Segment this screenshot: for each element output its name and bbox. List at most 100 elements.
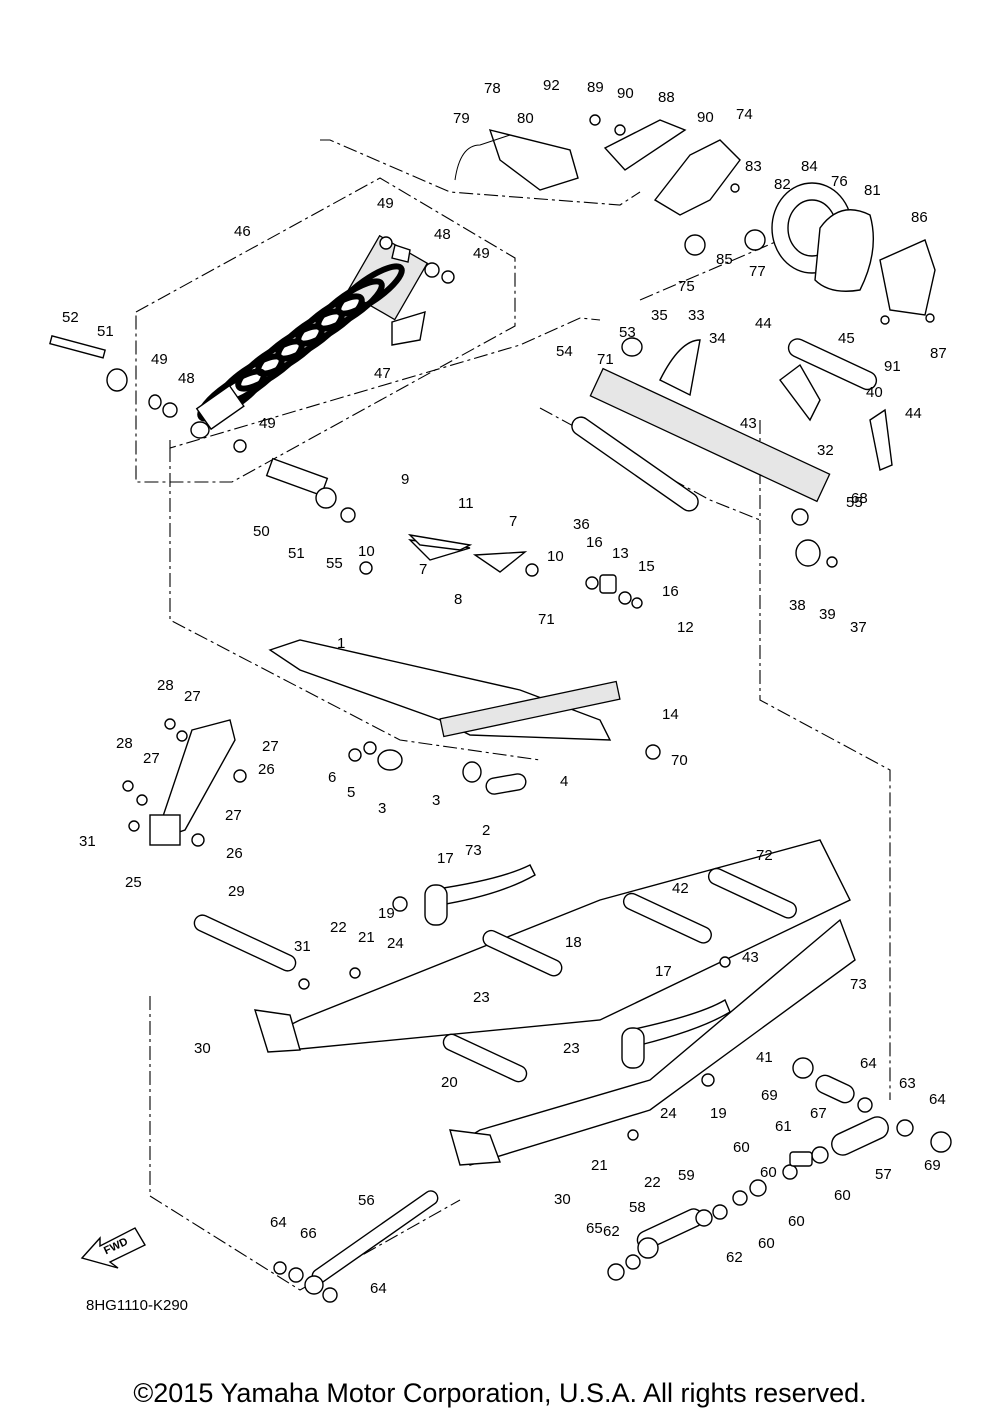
callout: 22 bbox=[330, 919, 347, 936]
callout: 64 bbox=[860, 1055, 877, 1072]
fwd-arrow: FWD bbox=[80, 1227, 146, 1269]
callout: 22 bbox=[644, 1174, 661, 1191]
callout: 3 bbox=[378, 800, 386, 817]
callout: 55 bbox=[846, 494, 863, 511]
callout: 43 bbox=[740, 415, 757, 432]
callout: 18 bbox=[565, 934, 582, 951]
callout: 80 bbox=[517, 110, 534, 127]
callout: 17 bbox=[437, 850, 454, 867]
callout: 27 bbox=[225, 807, 242, 824]
callout-labels: 1 2 3 3 4 5 6 7 7 8 9 10 10 11 12 13 14 … bbox=[62, 77, 947, 1297]
callout: 17 bbox=[655, 963, 672, 980]
callout: 6 bbox=[328, 769, 336, 786]
callout: 58 bbox=[629, 1199, 646, 1216]
callout: 27 bbox=[143, 750, 160, 767]
callout: 49 bbox=[377, 195, 394, 212]
callout: 77 bbox=[749, 263, 766, 280]
callout: 91 bbox=[884, 358, 901, 375]
callout: 4 bbox=[560, 773, 568, 790]
callout: 43 bbox=[742, 949, 759, 966]
callout: 21 bbox=[358, 929, 375, 946]
parts-diagram: FWD 8HG1110-K290 1 2 3 3 4 5 6 7 7 8 9 1… bbox=[49, 77, 952, 1314]
small-hardware bbox=[122, 561, 952, 1303]
callout: 24 bbox=[660, 1105, 677, 1122]
callout: 71 bbox=[597, 351, 614, 368]
callout: 64 bbox=[929, 1091, 946, 1108]
callout: 86 bbox=[911, 209, 928, 226]
callout: 36 bbox=[573, 516, 590, 533]
callout: 67 bbox=[810, 1105, 827, 1122]
callout: 84 bbox=[801, 158, 818, 175]
shafts bbox=[193, 867, 889, 1284]
callout: 23 bbox=[473, 989, 490, 1006]
callout: 38 bbox=[789, 597, 806, 614]
callout: 52 bbox=[62, 309, 79, 326]
callout: 59 bbox=[678, 1167, 695, 1184]
callout: 37 bbox=[850, 619, 867, 636]
diagram-code: 8HG1110-K290 bbox=[86, 1297, 188, 1314]
callout: 57 bbox=[875, 1166, 892, 1183]
callout: 25 bbox=[125, 874, 142, 891]
callout: 78 bbox=[484, 80, 501, 97]
shock-absorber bbox=[190, 234, 429, 439]
callout: 60 bbox=[760, 1164, 777, 1181]
callout: 26 bbox=[226, 845, 243, 862]
callout: 27 bbox=[262, 738, 279, 755]
callout: 49 bbox=[473, 245, 490, 262]
callout: 31 bbox=[294, 938, 311, 955]
callout: 1 bbox=[337, 635, 345, 652]
callout: 44 bbox=[905, 405, 922, 422]
front-arm bbox=[268, 533, 621, 795]
callout: 29 bbox=[228, 883, 245, 900]
callout: 19 bbox=[710, 1105, 727, 1122]
slide-rails bbox=[254, 839, 856, 1166]
callout: 47 bbox=[374, 365, 391, 382]
callout: 72 bbox=[756, 847, 773, 864]
callout: 62 bbox=[603, 1223, 620, 1240]
callout: 55 bbox=[326, 555, 343, 572]
callout: 27 bbox=[184, 688, 201, 705]
callout: 19 bbox=[378, 905, 395, 922]
callout: 5 bbox=[347, 784, 355, 801]
callout: 26 bbox=[258, 761, 275, 778]
callout: 49 bbox=[151, 351, 168, 368]
shock-hardware bbox=[49, 236, 455, 523]
callout: 41 bbox=[756, 1049, 773, 1066]
callout: 56 bbox=[358, 1192, 375, 1209]
callout: 24 bbox=[387, 935, 404, 952]
callout: 89 bbox=[587, 79, 604, 96]
callout: 7 bbox=[509, 513, 517, 530]
callout: 34 bbox=[709, 330, 726, 347]
callout: 63 bbox=[899, 1075, 916, 1092]
callout: 50 bbox=[253, 523, 270, 540]
callout: 79 bbox=[453, 110, 470, 127]
callout: 60 bbox=[834, 1187, 851, 1204]
callout: 35 bbox=[651, 307, 668, 324]
callout: 7 bbox=[419, 561, 427, 578]
callout: 33 bbox=[688, 307, 705, 324]
callout: 82 bbox=[774, 176, 791, 193]
callout: 11 bbox=[458, 495, 474, 512]
callout: 13 bbox=[612, 545, 629, 562]
callout: 51 bbox=[288, 545, 305, 562]
callout: 74 bbox=[736, 106, 753, 123]
callout: 48 bbox=[178, 370, 195, 387]
callout: 8 bbox=[454, 591, 462, 608]
callout: 28 bbox=[116, 735, 133, 752]
callout: 70 bbox=[671, 752, 688, 769]
callout: 85 bbox=[716, 251, 733, 268]
callout: 30 bbox=[194, 1040, 211, 1057]
callout: 20 bbox=[441, 1074, 458, 1091]
callout: 62 bbox=[726, 1249, 743, 1266]
callout: 64 bbox=[370, 1280, 387, 1297]
callout: 90 bbox=[697, 109, 714, 126]
callout: 92 bbox=[543, 77, 560, 94]
callout: 75 bbox=[678, 278, 695, 295]
callout: 21 bbox=[591, 1157, 608, 1174]
callout: 60 bbox=[733, 1139, 750, 1156]
callout: 10 bbox=[358, 543, 375, 560]
callout: 65 bbox=[586, 1220, 603, 1237]
callout: 54 bbox=[556, 343, 573, 360]
callout: 60 bbox=[758, 1235, 775, 1252]
callout: 83 bbox=[745, 158, 762, 175]
